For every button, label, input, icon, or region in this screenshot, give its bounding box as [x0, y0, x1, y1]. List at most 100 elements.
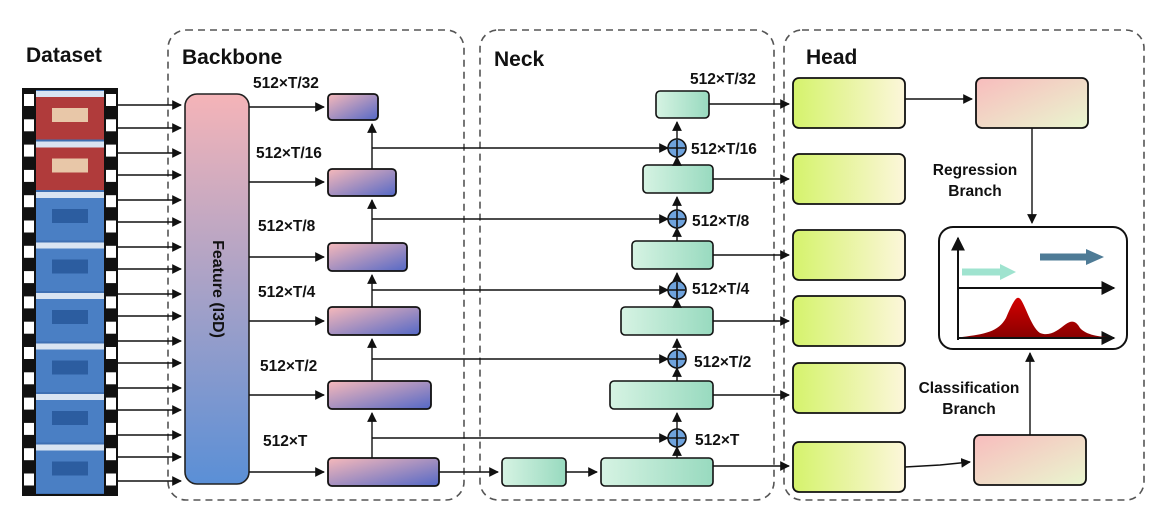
- video-frame: [36, 343, 104, 392]
- neck-block-t16: [642, 164, 714, 194]
- neck-dim-t32: 512×T/32: [690, 71, 756, 88]
- neck-block-t32: [655, 90, 710, 119]
- sum-node-t: [667, 428, 687, 448]
- backbone-block-t32: [327, 93, 379, 121]
- regression-branch-line2: Branch: [948, 183, 1002, 200]
- video-frame: [36, 394, 104, 443]
- classification-branch-label: Classification Branch: [906, 378, 1032, 420]
- sprocket-hole: [24, 271, 34, 284]
- sprocket-hole: [24, 397, 34, 410]
- backbone-dim-t4: 512×T/4: [258, 284, 316, 301]
- sprocket-hole: [24, 321, 34, 334]
- backbone-dim-t32: 512×T/32: [253, 75, 319, 92]
- video-frame: [36, 141, 104, 190]
- video-frame: [36, 444, 104, 493]
- classification-branch-line1: Classification: [918, 380, 1020, 397]
- sprocket-hole: [106, 245, 116, 258]
- regression-branch-line1: Regression: [932, 162, 1018, 179]
- head-block-t32: [792, 77, 906, 129]
- sprocket-hole: [24, 245, 34, 258]
- neck-dim-t16: 512×T/16: [691, 141, 757, 158]
- regression-branch-block: [975, 77, 1089, 129]
- connector-arrows: [249, 94, 1037, 477]
- backbone-dim-t8: 512×T/8: [258, 218, 316, 235]
- sprocket-hole: [24, 144, 34, 157]
- dataset-title: Dataset: [26, 44, 102, 67]
- sprocket-hole: [24, 422, 34, 435]
- sprocket-hole: [24, 296, 34, 309]
- sprocket-hole: [24, 195, 34, 208]
- backbone-block-t8: [327, 242, 408, 272]
- feature-i3d-label: Feature (I3D): [209, 240, 226, 338]
- neck-title: Neck: [494, 48, 545, 71]
- backbone-dim-t16: 512×T/16: [256, 145, 322, 162]
- sum-node-t16: [667, 138, 687, 158]
- backbone-dim-t2: 512×T/2: [260, 358, 318, 375]
- sprocket-hole: [24, 119, 34, 132]
- sprocket-hole: [106, 448, 116, 461]
- backbone-frame: [167, 29, 465, 501]
- frame-to-feature-arrows: [118, 100, 182, 486]
- sprocket-hole: [24, 94, 34, 106]
- sprocket-hole: [106, 422, 116, 435]
- confidence-peak-curve: [962, 297, 1110, 337]
- sprocket-hole: [106, 321, 116, 334]
- regression-branch-label: Regression Branch: [920, 160, 1030, 202]
- sprocket-hole: [106, 220, 116, 233]
- backbone-title: Backbone: [182, 46, 283, 69]
- sprocket-hole: [24, 372, 34, 385]
- neck-input-block: [501, 457, 567, 487]
- video-frame: [36, 91, 104, 140]
- sprocket-hole: [106, 94, 116, 106]
- sum-node-t4: [667, 280, 687, 300]
- head-title: Head: [806, 46, 858, 69]
- sprocket-hole: [106, 144, 116, 157]
- neck-dim-t2: 512×T/2: [694, 354, 752, 371]
- sprocket-hole: [24, 448, 34, 461]
- sprocket-hole: [24, 169, 34, 182]
- head-block-t8: [792, 229, 906, 281]
- neck-dim-t: 512×T: [695, 432, 740, 449]
- sprocket-hole: [106, 169, 116, 182]
- backbone-block-t16: [327, 168, 397, 197]
- classification-branch-line2: Branch: [942, 401, 996, 418]
- neck-frame: [479, 29, 775, 501]
- feature-i3d-block: [184, 93, 250, 485]
- head-frame: [783, 29, 1145, 501]
- sprocket-hole: [24, 473, 34, 486]
- backbone-dim-t: 512×T: [263, 433, 308, 450]
- neck-block-t2: [609, 380, 714, 410]
- neck-dim-t8: 512×T/8: [692, 213, 750, 230]
- sprocket-hole: [106, 473, 116, 486]
- sum-node-t8: [667, 209, 687, 229]
- neck-block-t4: [620, 306, 714, 336]
- sprocket-hole: [106, 347, 116, 359]
- backbone-block-t2: [327, 380, 432, 410]
- sprocket-hole: [106, 296, 116, 309]
- video-film-strip: [22, 88, 118, 496]
- backbone-block-t: [327, 457, 440, 487]
- video-frame: [36, 293, 104, 342]
- output-plot: [938, 226, 1128, 350]
- sprocket-hole: [106, 397, 116, 410]
- sum-node-t2: [667, 349, 687, 369]
- head-block-t4: [792, 295, 906, 347]
- sprocket-hole: [106, 271, 116, 284]
- head-block-t: [792, 441, 906, 493]
- sprocket-hole: [24, 347, 34, 359]
- sprocket-hole: [106, 119, 116, 132]
- neck-dim-t4: 512×T/4: [692, 281, 750, 298]
- video-frame: [36, 242, 104, 291]
- video-frame: [36, 192, 104, 241]
- sprocket-hole: [106, 195, 116, 208]
- head-block-t16: [792, 153, 906, 205]
- neck-block-t: [600, 457, 714, 487]
- sprocket-hole: [106, 372, 116, 385]
- backbone-block-t4: [327, 306, 421, 336]
- classification-branch-block: [973, 434, 1087, 486]
- neck-block-t8: [631, 240, 714, 270]
- head-block-t2: [792, 362, 906, 414]
- sprocket-hole: [24, 220, 34, 233]
- sum-nodes: [667, 138, 687, 448]
